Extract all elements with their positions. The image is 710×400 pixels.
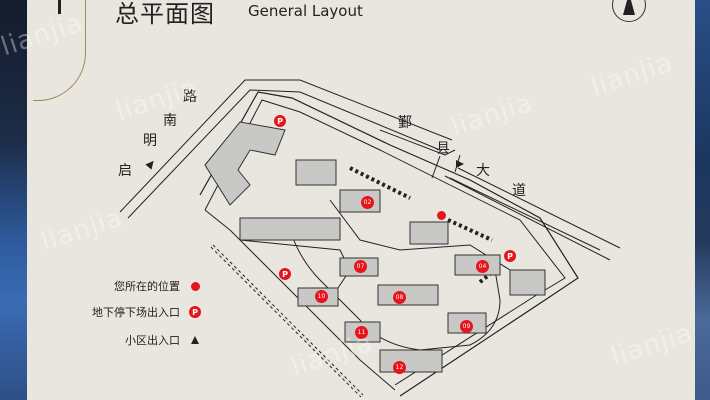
red-dot-icon [190,281,200,291]
parking-entrance-icon: P [279,268,291,280]
building-number-04: 04 [476,260,489,273]
building-clubhouse [204,121,286,206]
road-label-qiming-4: 路 [183,89,197,105]
arrow-icon [623,0,635,15]
road-label-qiming-1: 启 [118,163,132,179]
building-number-10: 10 [315,290,328,303]
building-number-12: 12 [393,361,406,374]
building-number-09: 09 [460,320,473,333]
panel-mark [58,0,61,14]
parking-icon: P [189,306,201,318]
legend-label: 小区出入口 [125,334,180,347]
road-label-qiming-3: 南 [163,113,177,129]
building-east [509,269,546,296]
legend-label: 您所在的位置 [114,280,180,293]
legend-item-location: 您所在的位置 [114,277,210,295]
triangle-icon [191,336,199,344]
parking-entrance-icon: P [274,115,286,127]
building-12 [379,349,443,373]
building-01 [295,159,337,186]
building-08 [377,284,439,306]
road-label-qiming-2: 明 [143,133,157,149]
you-are-here-marker [437,211,446,220]
road-label-yinxian-3: 大 [476,163,490,179]
building-02 [339,189,381,213]
building-number-11: 11 [355,326,368,339]
road-label-yinxian-2: 县 [436,141,450,157]
entrance-triangle-icon [456,160,464,168]
legend-item-entrance: 小区出入口 [125,331,210,349]
building-03 [409,221,449,245]
road-label-yinxian-4: 道 [512,183,526,199]
building-number-07: 07 [354,260,367,273]
building-number-02: 02 [361,196,374,209]
title-chinese: 总平面图 [115,0,215,28]
road-label-yinxian-1: 鄞 [398,115,412,131]
title-english: General Layout [248,2,363,20]
building-05-06 [239,217,341,241]
legend-item-parking: 地下停下场出入口 P [92,303,210,321]
road-outer [119,79,453,213]
parking-entrance-icon: P [504,250,516,262]
background-photo-right [692,0,710,400]
building-number-08: 08 [393,291,406,304]
legend-label: 地下停下场出入口 [92,306,180,319]
